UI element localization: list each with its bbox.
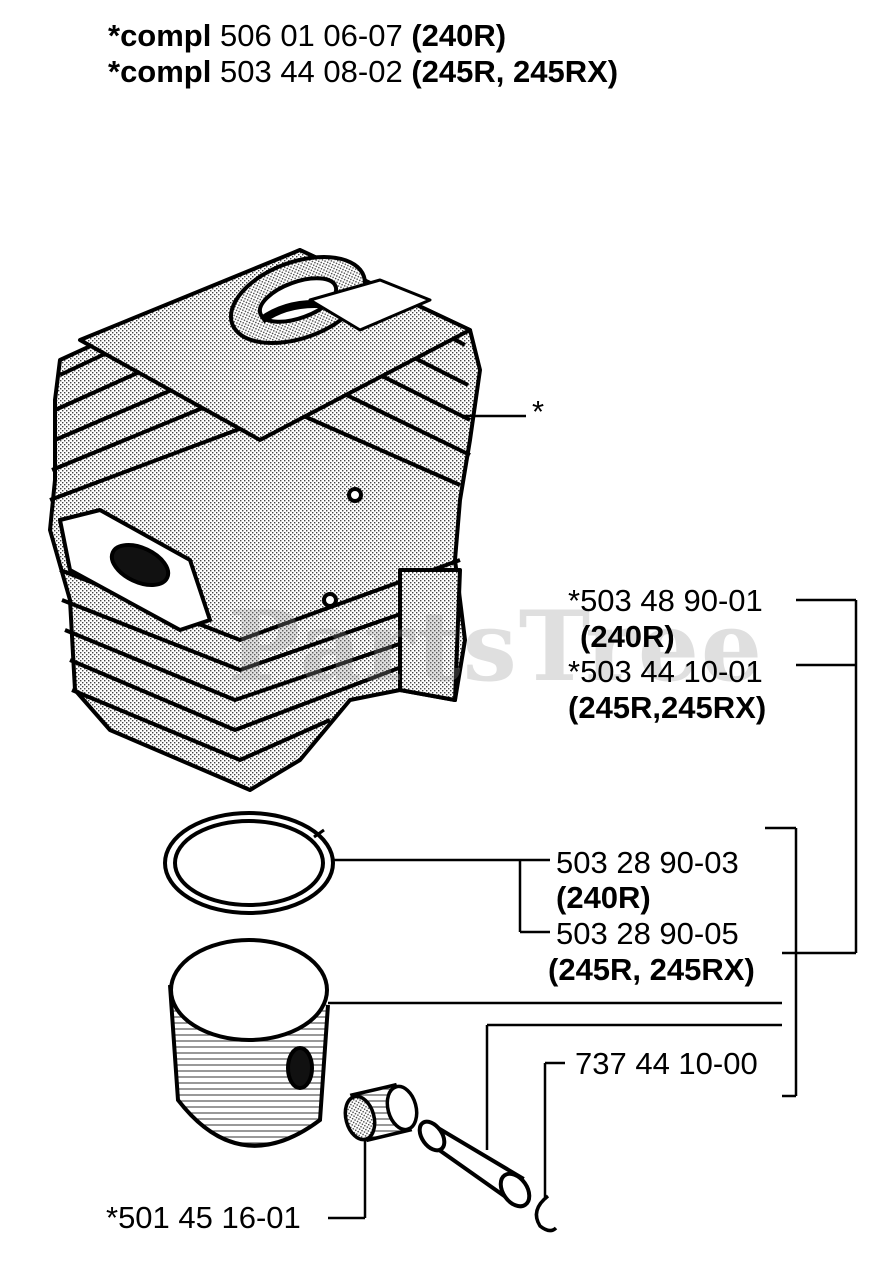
- piston-ring-drawing: [163, 811, 335, 915]
- piston-pin-drawing: [417, 1119, 532, 1209]
- cylinder-kit-245r-models: (245R,245RX): [568, 690, 767, 725]
- piston-ring-245r-number: 503 28 90-05: [556, 916, 739, 951]
- header-line-2: *compl 503 44 08-02 (245R, 245RX): [108, 54, 618, 90]
- piston-ring-245r-models: (245R, 245RX): [548, 952, 755, 987]
- header-line-2-prefix: *compl: [108, 54, 212, 89]
- piston-drawing: [168, 938, 330, 1148]
- header-line-2-number: 503 44 08-02: [219, 54, 403, 89]
- cylinder-drawing: [48, 248, 482, 792]
- circlip-drawing: [534, 1194, 558, 1233]
- cylinder-star-callout: *: [532, 394, 545, 429]
- piston-ring-240r-number: 503 28 90-03: [556, 845, 739, 880]
- leader-lines: [328, 414, 858, 1220]
- header-line-1-number: 506 01 06-07: [219, 18, 403, 53]
- needle-bearing-drawing: [343, 1082, 419, 1143]
- needle-bearing-number: *501 45 16-01: [106, 1200, 301, 1235]
- circlip-number: 737 44 10-00: [575, 1046, 758, 1081]
- header-line-2-models: (245R, 245RX): [411, 54, 619, 89]
- cylinder-kit-240r-models: (240R): [580, 619, 675, 654]
- watermark: PartsTree: [228, 590, 764, 703]
- header-line-1-models: (240R): [411, 18, 507, 53]
- header-line-1: *compl 506 01 06-07 (240R): [108, 18, 506, 54]
- cylinder-kit-245r-number: *503 44 10-01: [568, 654, 763, 689]
- cylinder-kit-240r-number: *503 48 90-01: [568, 583, 763, 618]
- header-line-1-prefix: *compl: [108, 18, 212, 53]
- piston-ring-240r-models: (240R): [556, 880, 651, 915]
